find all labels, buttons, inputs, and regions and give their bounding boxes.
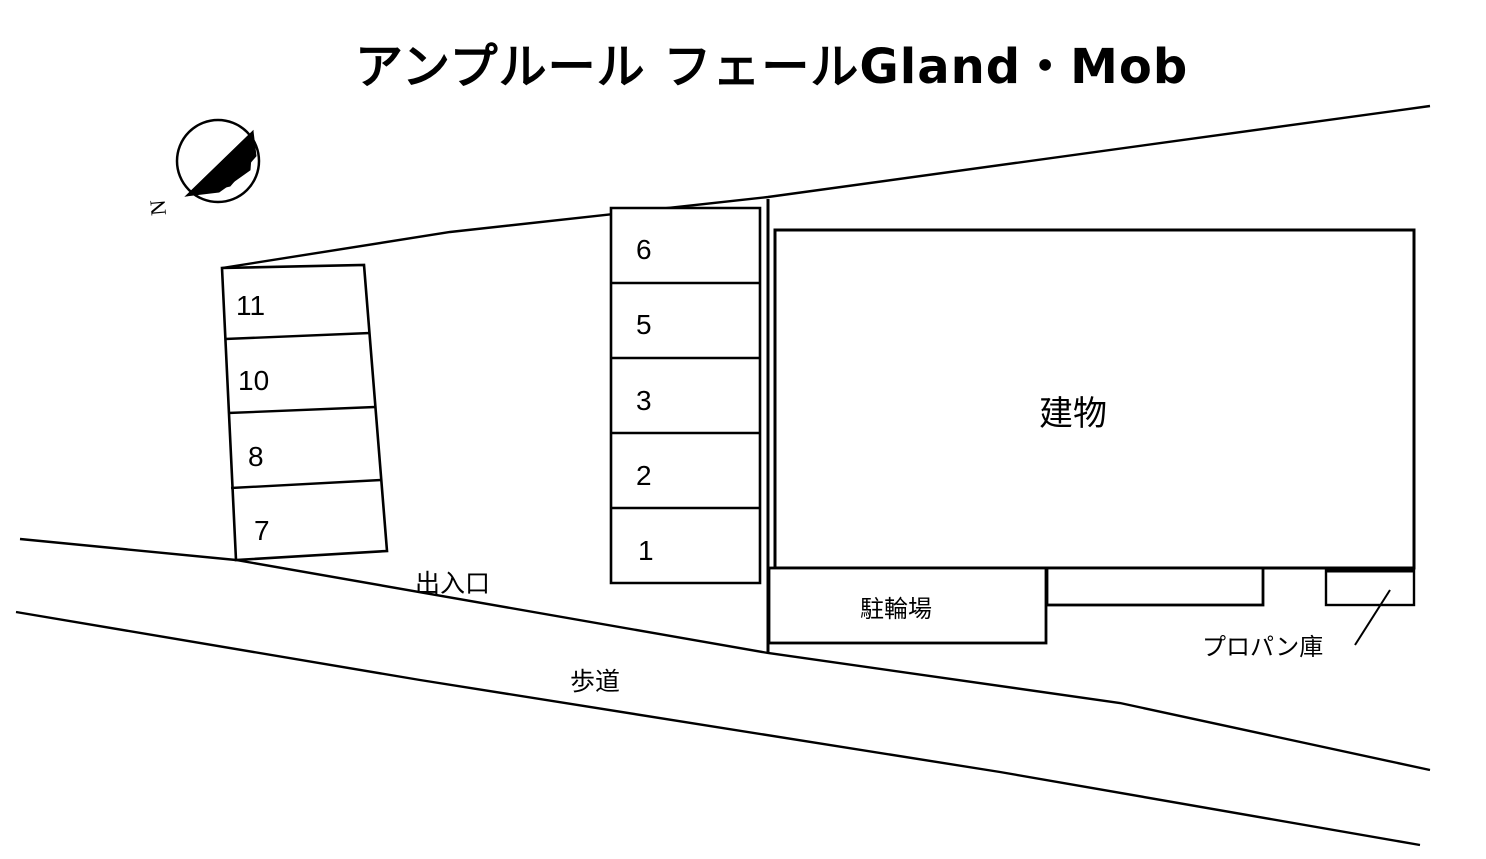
bicycle-parking-block: 駐輪場	[767, 566, 1048, 645]
compass-rose: N	[145, 118, 261, 217]
bicycle-parking-label: 駐輪場	[860, 595, 932, 623]
building-outline	[773, 228, 1416, 570]
building-label: 建物	[1039, 394, 1107, 434]
propane-leader-line	[1354, 589, 1391, 646]
middle-parking-block: 6 5 3 2 1	[609, 206, 762, 585]
stall-label-6: 6	[636, 234, 652, 265]
sidewalk-label: 歩道	[570, 667, 620, 696]
propane-storage-label: プロパン庫	[1202, 633, 1323, 661]
lower-strip-area	[1045, 566, 1265, 607]
compass-north-label: N	[145, 199, 171, 217]
building-block: 建物	[773, 228, 1416, 570]
stall-label-5: 5	[636, 309, 652, 340]
sidewalk-lower-line	[15, 610, 1421, 847]
propane-storage-outline	[1324, 566, 1416, 607]
north-arrow-icon-upper	[184, 129, 257, 197]
stall-label-2: 2	[636, 460, 652, 491]
left-stall-divider-3	[230, 478, 382, 490]
stall-label-3: 3	[636, 385, 652, 416]
compass-circle	[175, 118, 261, 204]
entrance-label: 出入口	[415, 569, 490, 598]
sidewalk-lines	[15, 537, 1431, 847]
left-stall-divider-1	[224, 331, 371, 341]
stall-label-7: 7	[254, 515, 270, 546]
stall-label-8: 8	[248, 441, 264, 472]
property-boundary-north	[221, 104, 1431, 270]
stall-label-10: 10	[238, 365, 269, 396]
stall-label-1: 1	[638, 535, 654, 566]
propane-storage-block: プロパン庫	[1202, 566, 1416, 661]
sidewalk-upper-line	[19, 537, 1431, 772]
left-stall-divider-2	[227, 405, 376, 415]
middle-parking-outline	[609, 206, 762, 585]
page-title: アンプルール フェールGland・Mob	[355, 39, 1188, 95]
left-parking-block: 11 10 8 7	[220, 263, 389, 562]
stall-label-11: 11	[236, 290, 265, 321]
